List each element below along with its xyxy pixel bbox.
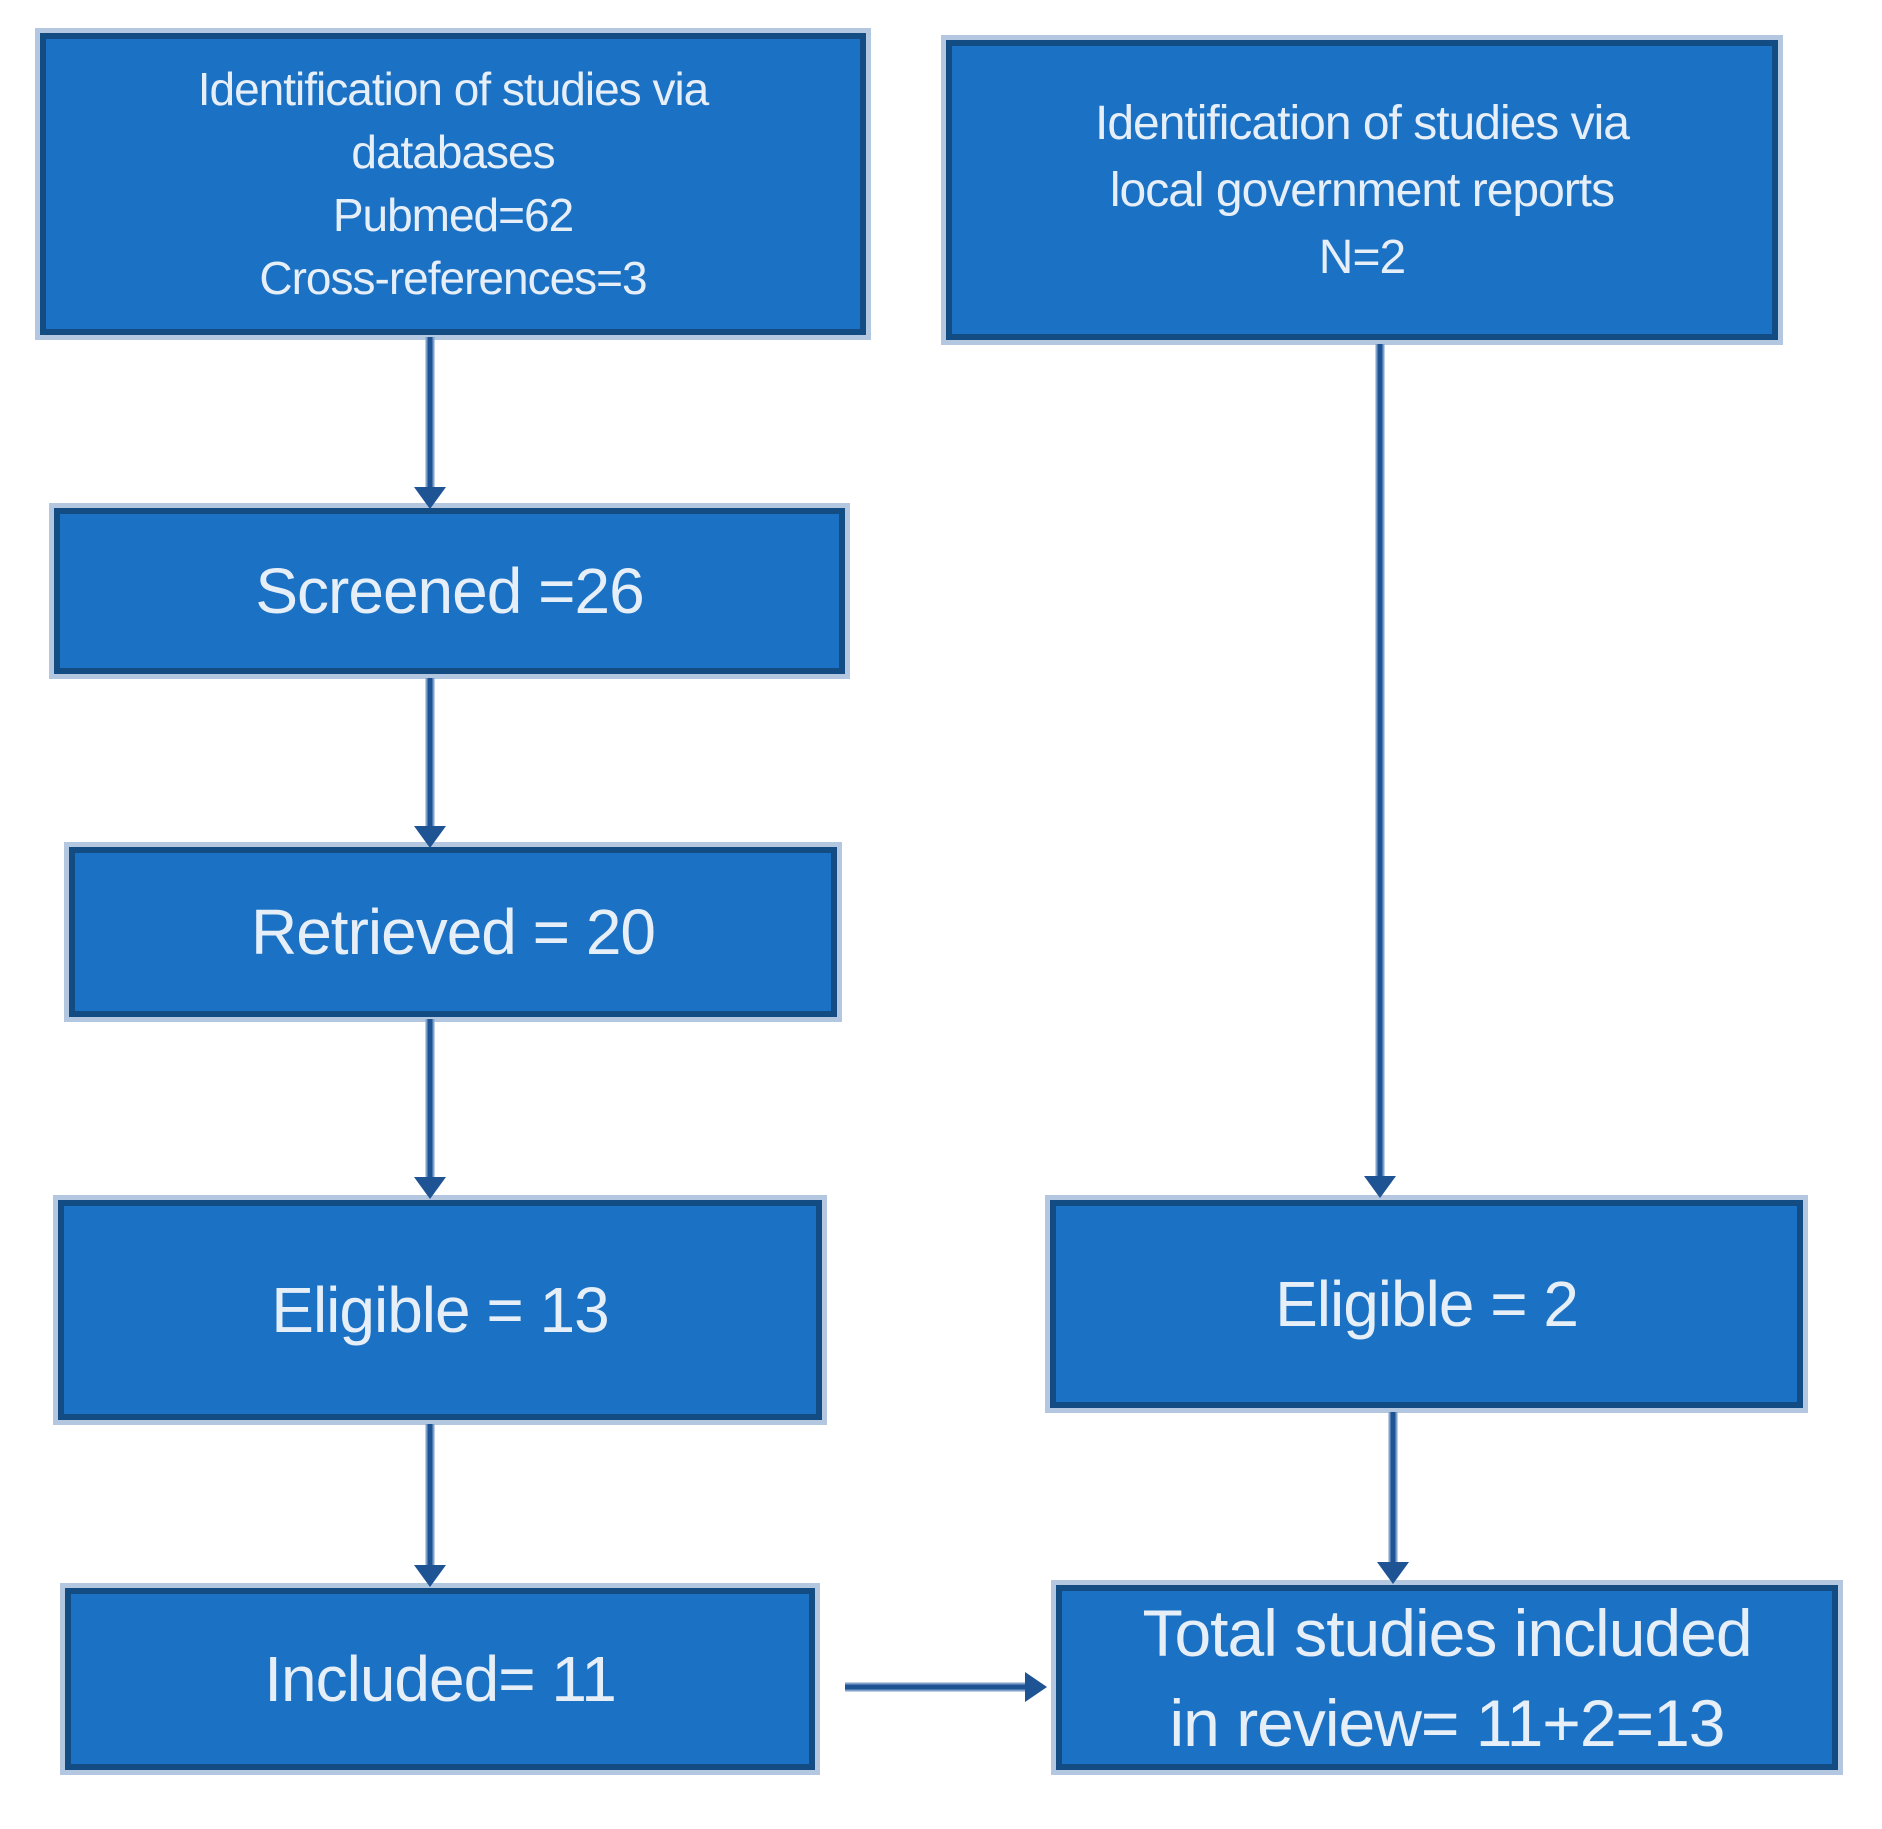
box-text-line: Eligible = 2 <box>1275 1268 1579 1340</box>
box-text-line: Total studies included <box>1142 1595 1752 1670</box>
box-text-line: in review= 11+2=13 <box>1169 1685 1725 1760</box>
box-text-line: Included= 11 <box>264 1643 617 1715</box>
arrow-down-head-icon <box>414 487 446 509</box>
arrow-gov-reports-to-eligible <box>1364 344 1396 1198</box>
box-text-line: Pubmed=62 <box>332 189 574 241</box>
arrow-shaft <box>425 1424 435 1567</box>
box-text-line: Cross-references=3 <box>259 252 647 304</box>
box-eligible-gov-reports: Eligible = 2 <box>1045 1195 1808 1413</box>
arrow-shaft <box>1375 344 1385 1178</box>
arrow-shaft <box>845 1682 1029 1692</box>
arrow-shaft <box>425 1019 435 1179</box>
arrow-shaft <box>425 337 435 489</box>
arrow-right-head-icon <box>1025 1672 1047 1702</box>
box-eligible-databases: Eligible = 13 <box>53 1195 827 1425</box>
arrow-down-head-icon <box>414 1177 446 1199</box>
arrow-included-to-total <box>845 1671 1047 1703</box>
arrow-databases-to-screened <box>414 337 446 509</box>
arrow-down-head-icon <box>1364 1176 1396 1198</box>
arrow-retrieved-to-eligible <box>414 1019 446 1199</box>
box-text-line: N=2 <box>1318 230 1406 284</box>
box-text-line: Identification of studies via <box>1095 96 1630 150</box>
box-text-line: local government reports <box>1109 163 1615 217</box>
arrow-eligible-to-included <box>414 1424 446 1587</box>
arrow-down-head-icon <box>1377 1562 1409 1584</box>
box-screened: Screened =26 <box>49 503 850 679</box>
box-text-line: databases <box>351 126 555 178</box>
arrow-down-head-icon <box>414 826 446 848</box>
box-identification-databases: Identification of studies via databases … <box>35 28 871 340</box>
box-identification-gov-reports: Identification of studies via local gove… <box>941 35 1783 345</box>
box-included: Included= 11 <box>60 1583 820 1775</box>
box-retrieved: Retrieved = 20 <box>64 842 842 1022</box>
box-text-line: Screened =26 <box>255 555 644 627</box>
arrow-down-head-icon <box>414 1565 446 1587</box>
box-total-included: Total studies included in review= 11+2=1… <box>1051 1580 1843 1775</box>
box-text-line: Identification of studies via <box>197 63 710 115</box>
arrow-screened-to-retrieved <box>414 678 446 848</box>
arrow-shaft <box>425 678 435 828</box>
arrow-shaft <box>1388 1412 1398 1564</box>
arrow-eligible-gov-to-total <box>1377 1412 1409 1584</box>
box-text-line: Retrieved = 20 <box>250 896 656 968</box>
box-text-line: Eligible = 13 <box>271 1274 609 1346</box>
